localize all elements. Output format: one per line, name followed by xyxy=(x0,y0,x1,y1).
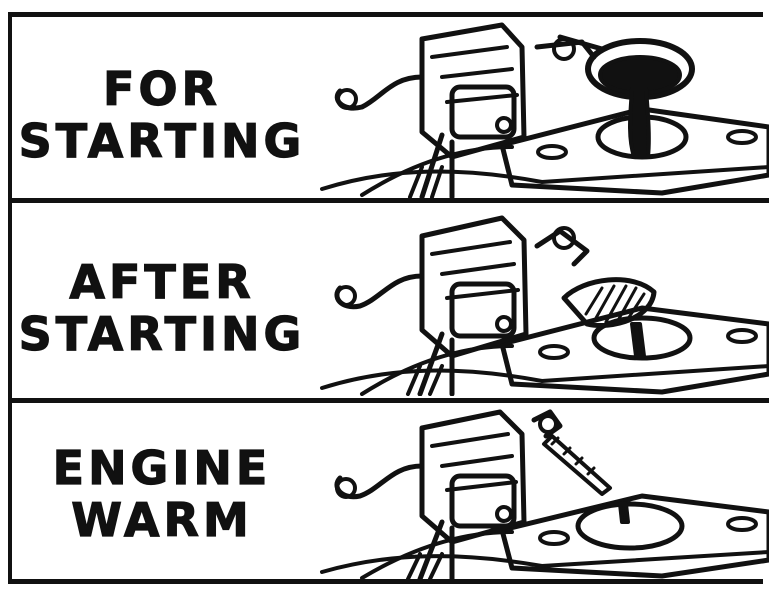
panel-caption: ENGINE WARM xyxy=(12,442,312,546)
carb-screw xyxy=(497,507,511,521)
panel-caption: FOR STARTING xyxy=(12,63,312,167)
caption-line-1: FOR xyxy=(12,63,312,115)
carburetor-illustration-choke-partly-open xyxy=(302,206,769,396)
gasket-hole-left xyxy=(540,346,568,358)
panel-engine-warm: ENGINE WARM xyxy=(12,404,769,579)
panel-divider-2 xyxy=(8,398,769,403)
gasket-hole-left xyxy=(540,532,568,544)
gasket-hole-right xyxy=(728,330,756,342)
carb-screw xyxy=(497,118,511,132)
panel-divider-1 xyxy=(8,198,769,203)
carb-body-detail xyxy=(432,434,516,490)
fuel-drip xyxy=(620,504,628,522)
lever-knob xyxy=(337,287,355,305)
caption-line-2: STARTING xyxy=(12,115,312,167)
caption-line-1: ENGINE xyxy=(12,442,312,494)
carburetor-illustration-choke-closed xyxy=(302,17,769,198)
fuel-stream xyxy=(630,89,649,157)
throat-opening xyxy=(578,504,682,548)
gasket-hole-left xyxy=(538,146,566,158)
gasket-hole-right xyxy=(728,518,756,530)
carburetor-illustration-choke-open xyxy=(302,404,769,579)
carb-body-detail xyxy=(432,242,518,298)
carb-screw xyxy=(497,317,511,331)
gasket-hole-right xyxy=(728,131,756,143)
fuel-drip xyxy=(632,324,644,356)
panel-for-starting: FOR STARTING xyxy=(12,17,769,198)
panel-after-starting: AFTER STARTING xyxy=(12,206,769,396)
panel-caption: AFTER STARTING xyxy=(12,256,312,360)
linkage-pivot xyxy=(540,416,556,432)
caption-line-1: AFTER xyxy=(12,256,312,308)
caption-line-2: WARM xyxy=(12,494,312,546)
carb-body-detail xyxy=(432,47,517,102)
caption-line-2: STARTING xyxy=(12,308,312,360)
